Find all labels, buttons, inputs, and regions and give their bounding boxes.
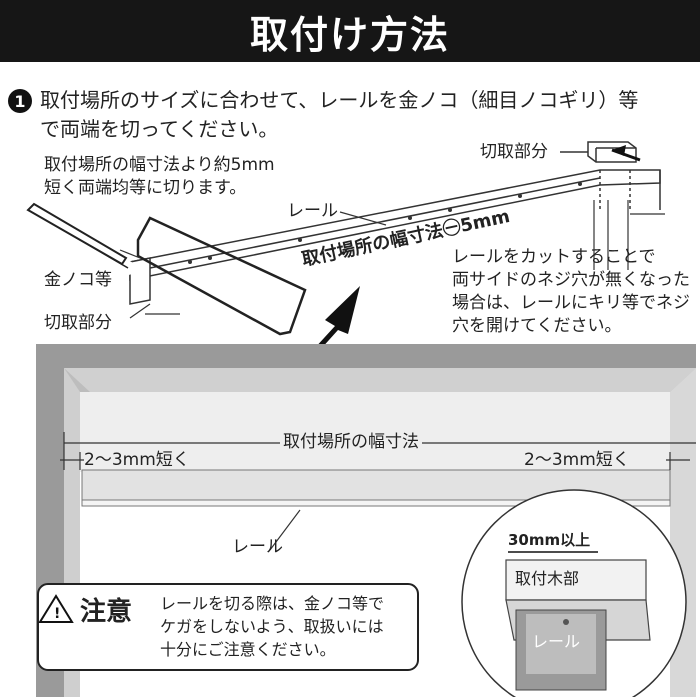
detail-dimension: 30mm以上 (508, 531, 591, 549)
rail-label-top: レール (287, 201, 338, 221)
step-number: 1 (14, 91, 26, 111)
short-left-label: 2〜3mm短く (84, 450, 190, 470)
saw-label: 金ノコ等 (44, 270, 112, 290)
cut-rail-drawing (26, 169, 661, 336)
cut-note-line2: 短く両端均等に切ります。 (44, 178, 247, 198)
svg-text:!: ! (54, 606, 60, 622)
page-title: 取付け方法 (249, 12, 450, 57)
caution-box (37, 583, 419, 671)
hole-note-line2: 両サイドのネジ穴が無くなった (452, 270, 690, 290)
short-right-label: 2〜3mm短く (524, 450, 630, 470)
rail-label-bottom: レール (232, 537, 283, 557)
hacksaw (26, 202, 307, 336)
step-text-line1: 取付場所のサイズに合わせて、レールを金ノコ（細目ノコギリ）等 (40, 88, 639, 112)
title-bar: 取付け方法 (0, 0, 700, 62)
detail-circle (461, 489, 687, 697)
cut-note-line1: 取付場所の幅寸法より約5mm (44, 155, 275, 175)
caution-line2: ケガをしないよう、取扱いには (160, 617, 384, 636)
detail-rail-label: レール (532, 632, 581, 651)
caution-heading: 注意 (80, 597, 133, 627)
install-width-label: 取付場所の幅寸法 (280, 432, 422, 453)
caution-line1: レールを切る際は、金ノコ等で (160, 594, 385, 613)
cut-piece-right (587, 141, 637, 163)
warning-triangle-icon (38, 594, 74, 623)
hole-note-line4: 穴を開けてください。 (452, 316, 622, 336)
detail-wood-label: 取付木部 (515, 569, 580, 588)
hole-note-line3: 場合は、レールにキリ等でネジ (452, 293, 690, 313)
caution-line3: 十分にご注意ください。 (160, 640, 336, 659)
step-number-badge: 1 (8, 89, 32, 113)
hole-note-line1: レールをカットすることで (452, 247, 656, 267)
cut-part-right-label: 切取部分 (480, 142, 548, 162)
cut-part-left-label: 切取部分 (44, 313, 112, 333)
step-text-line2: で両端を切ってください。 (40, 117, 279, 141)
